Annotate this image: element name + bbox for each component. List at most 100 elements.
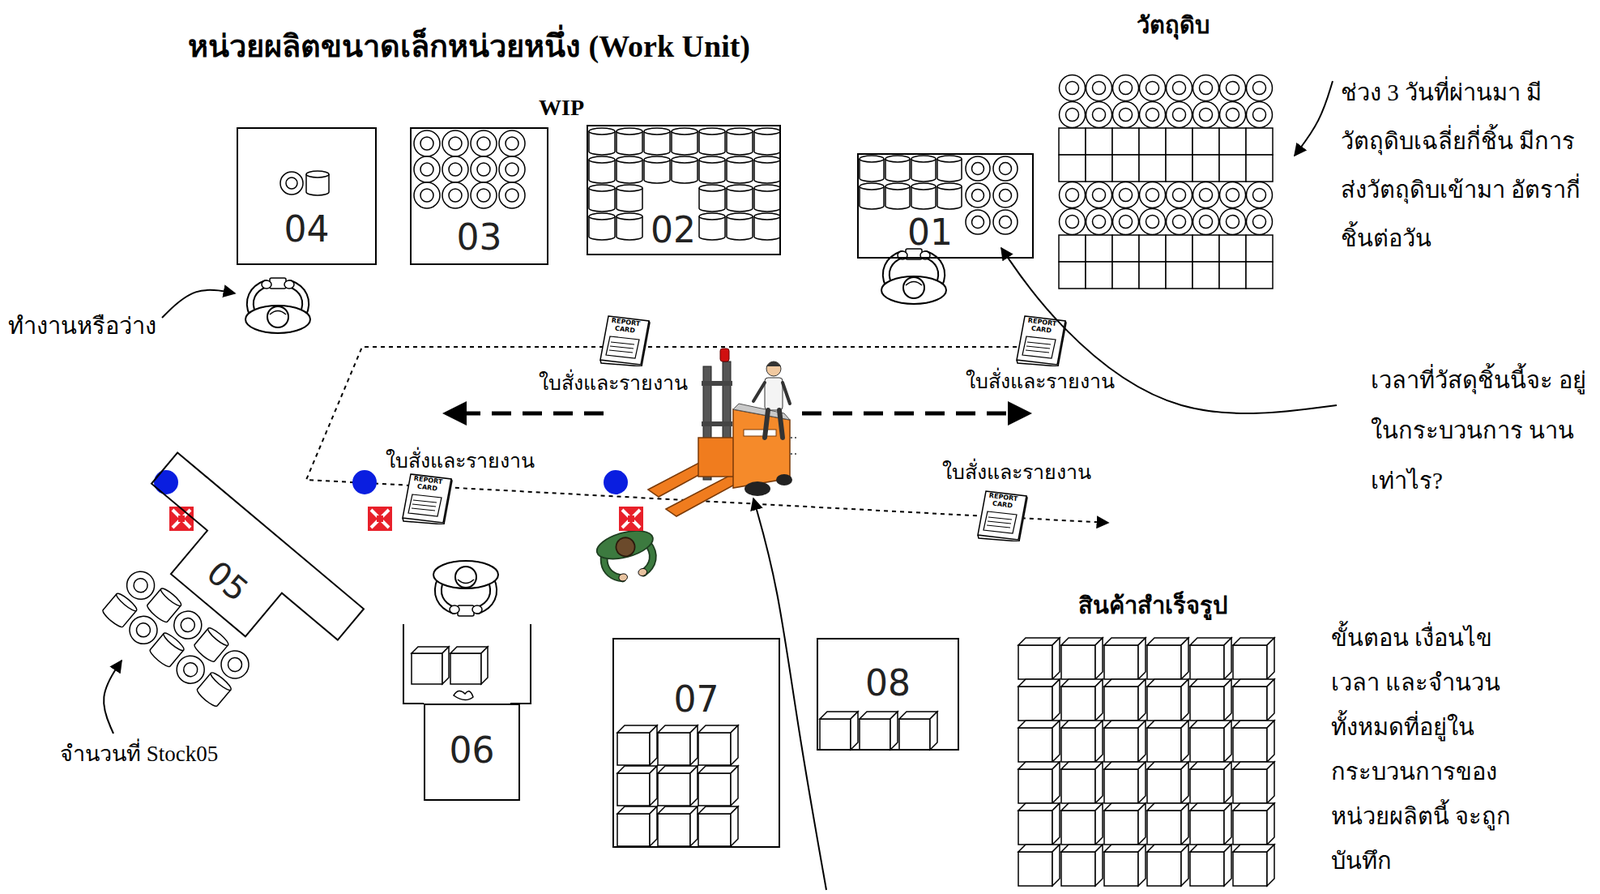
cube-item-part: [1190, 851, 1225, 886]
label-box: ใบสั่งและรายงาน: [965, 369, 1128, 394]
coil-item: [1059, 75, 1086, 102]
cylinder-item: [306, 170, 329, 196]
coil-item-part: [1092, 215, 1106, 229]
coil-item-part: [1246, 209, 1273, 235]
cylinder-item: [754, 128, 781, 155]
coil-item: [1246, 182, 1273, 209]
cube-item: [1104, 802, 1146, 845]
cube-item-part: [1052, 720, 1060, 762]
cube-item: [657, 725, 698, 765]
cube-item-part: [1147, 768, 1182, 803]
cylinder-item-part: [158, 585, 184, 608]
coil-item-part: [1059, 75, 1086, 102]
coil-item-part: [413, 182, 440, 209]
coil-item: [1246, 209, 1273, 235]
coil-item-part: [1193, 182, 1220, 209]
leader-line: [103, 660, 122, 734]
coil-item-part: [999, 189, 1012, 202]
forklift-part: [753, 382, 790, 404]
coil-item-part: [1092, 188, 1106, 202]
cylinder-item: [671, 156, 698, 184]
forklift-part: [744, 481, 771, 496]
cube-item: [1104, 720, 1146, 762]
cylinder-item-part: [726, 156, 753, 163]
cube-item-part: [1095, 637, 1103, 679]
cylinder-item-part: [885, 183, 910, 190]
coil-item-part: [448, 162, 462, 176]
coil-item: [1220, 182, 1246, 209]
cylinder-item-part: [754, 156, 781, 163]
position-markers-part: [153, 469, 179, 495]
coil-item-part: [1066, 81, 1080, 95]
coil-item-part: [1113, 102, 1140, 128]
material-block: [1058, 128, 1086, 155]
coil-item-part: [1059, 182, 1086, 209]
cube-item-part: [1138, 637, 1146, 679]
forklift-part: [665, 474, 741, 517]
position-markers-part-part: [627, 515, 635, 522]
cube-item-part: [1267, 761, 1275, 803]
position-markers-part-part: [178, 515, 185, 522]
cube-item-part: [1233, 810, 1268, 845]
report-card-icon: [600, 315, 650, 367]
cube-item-part: [442, 646, 449, 684]
coil-item-part: [505, 136, 519, 150]
cylinder-item-part: [911, 155, 936, 163]
flow-arrow: [802, 411, 1028, 416]
coil-item: [1166, 102, 1193, 128]
cube-item: [1061, 802, 1103, 845]
coil-item: [1086, 209, 1113, 235]
t-outline: [105, 437, 373, 673]
cube-item-part: [1052, 678, 1060, 721]
cube-item: [1018, 637, 1060, 679]
cube-item-part: [657, 772, 691, 806]
cube-item: [1018, 844, 1060, 886]
material-block: [1085, 234, 1113, 262]
title-box: หน่วยผลิตขนาดเล็กหน่วยหนึ่ง (Work Unit): [187, 21, 751, 71]
cube-item: [1104, 637, 1146, 679]
coil-item: [1193, 209, 1220, 235]
cylinder-item-part: [616, 128, 643, 135]
coil-item-part: [1166, 182, 1193, 209]
cube-item-part: [1104, 727, 1139, 762]
callout-note: ทำงานหรือว่าง: [8, 311, 171, 341]
station-number: 08: [818, 661, 958, 705]
cube-item-part: [1224, 678, 1232, 721]
coil-item-part: [1173, 108, 1187, 122]
cube-item-part: [1181, 637, 1189, 679]
cube-item: [698, 725, 739, 765]
coil-item: [1246, 102, 1273, 128]
label-box: เวลาที่วัสดุชิ้นนี้จะ อยู่ในกระบวนการ นา…: [1370, 354, 1594, 506]
cylinder-item: [859, 155, 884, 182]
label-box: REPORT CARD: [410, 474, 445, 494]
coil-item: [1166, 209, 1193, 235]
t-outline-path: [115, 452, 364, 673]
coil-item-part: [470, 182, 497, 209]
coil-item: [1113, 102, 1140, 128]
stock-heading: วัตถุดิบ: [1053, 11, 1293, 40]
coil-item: [1193, 182, 1220, 209]
position-markers-part-part: [367, 506, 393, 531]
position-markers-part: [169, 506, 194, 531]
cube-item-part: [1052, 761, 1060, 803]
cube-item: [1147, 678, 1189, 721]
coil-item-part: [1226, 188, 1240, 202]
coil-item-part: [280, 171, 303, 195]
coil-item: [499, 130, 525, 157]
cylinder-item-part: [754, 184, 781, 192]
cylinder-item: [859, 183, 884, 210]
cube-item: [1018, 720, 1060, 762]
cube-item-part: [1181, 720, 1189, 762]
card-text: REPORT CARD: [1024, 316, 1059, 336]
cube-item-part: [1018, 727, 1053, 762]
coil-item-part: [180, 659, 201, 679]
cube-item: [411, 646, 449, 684]
cube-item-part: [617, 772, 650, 806]
cube-item-part: [819, 718, 851, 750]
cylinder-item-part: [616, 184, 643, 192]
coil-item: [1086, 182, 1113, 209]
cube-item-part: [690, 725, 698, 765]
coil-item-part: [1119, 188, 1133, 202]
material-block: [1192, 154, 1220, 182]
worker: [433, 560, 499, 616]
